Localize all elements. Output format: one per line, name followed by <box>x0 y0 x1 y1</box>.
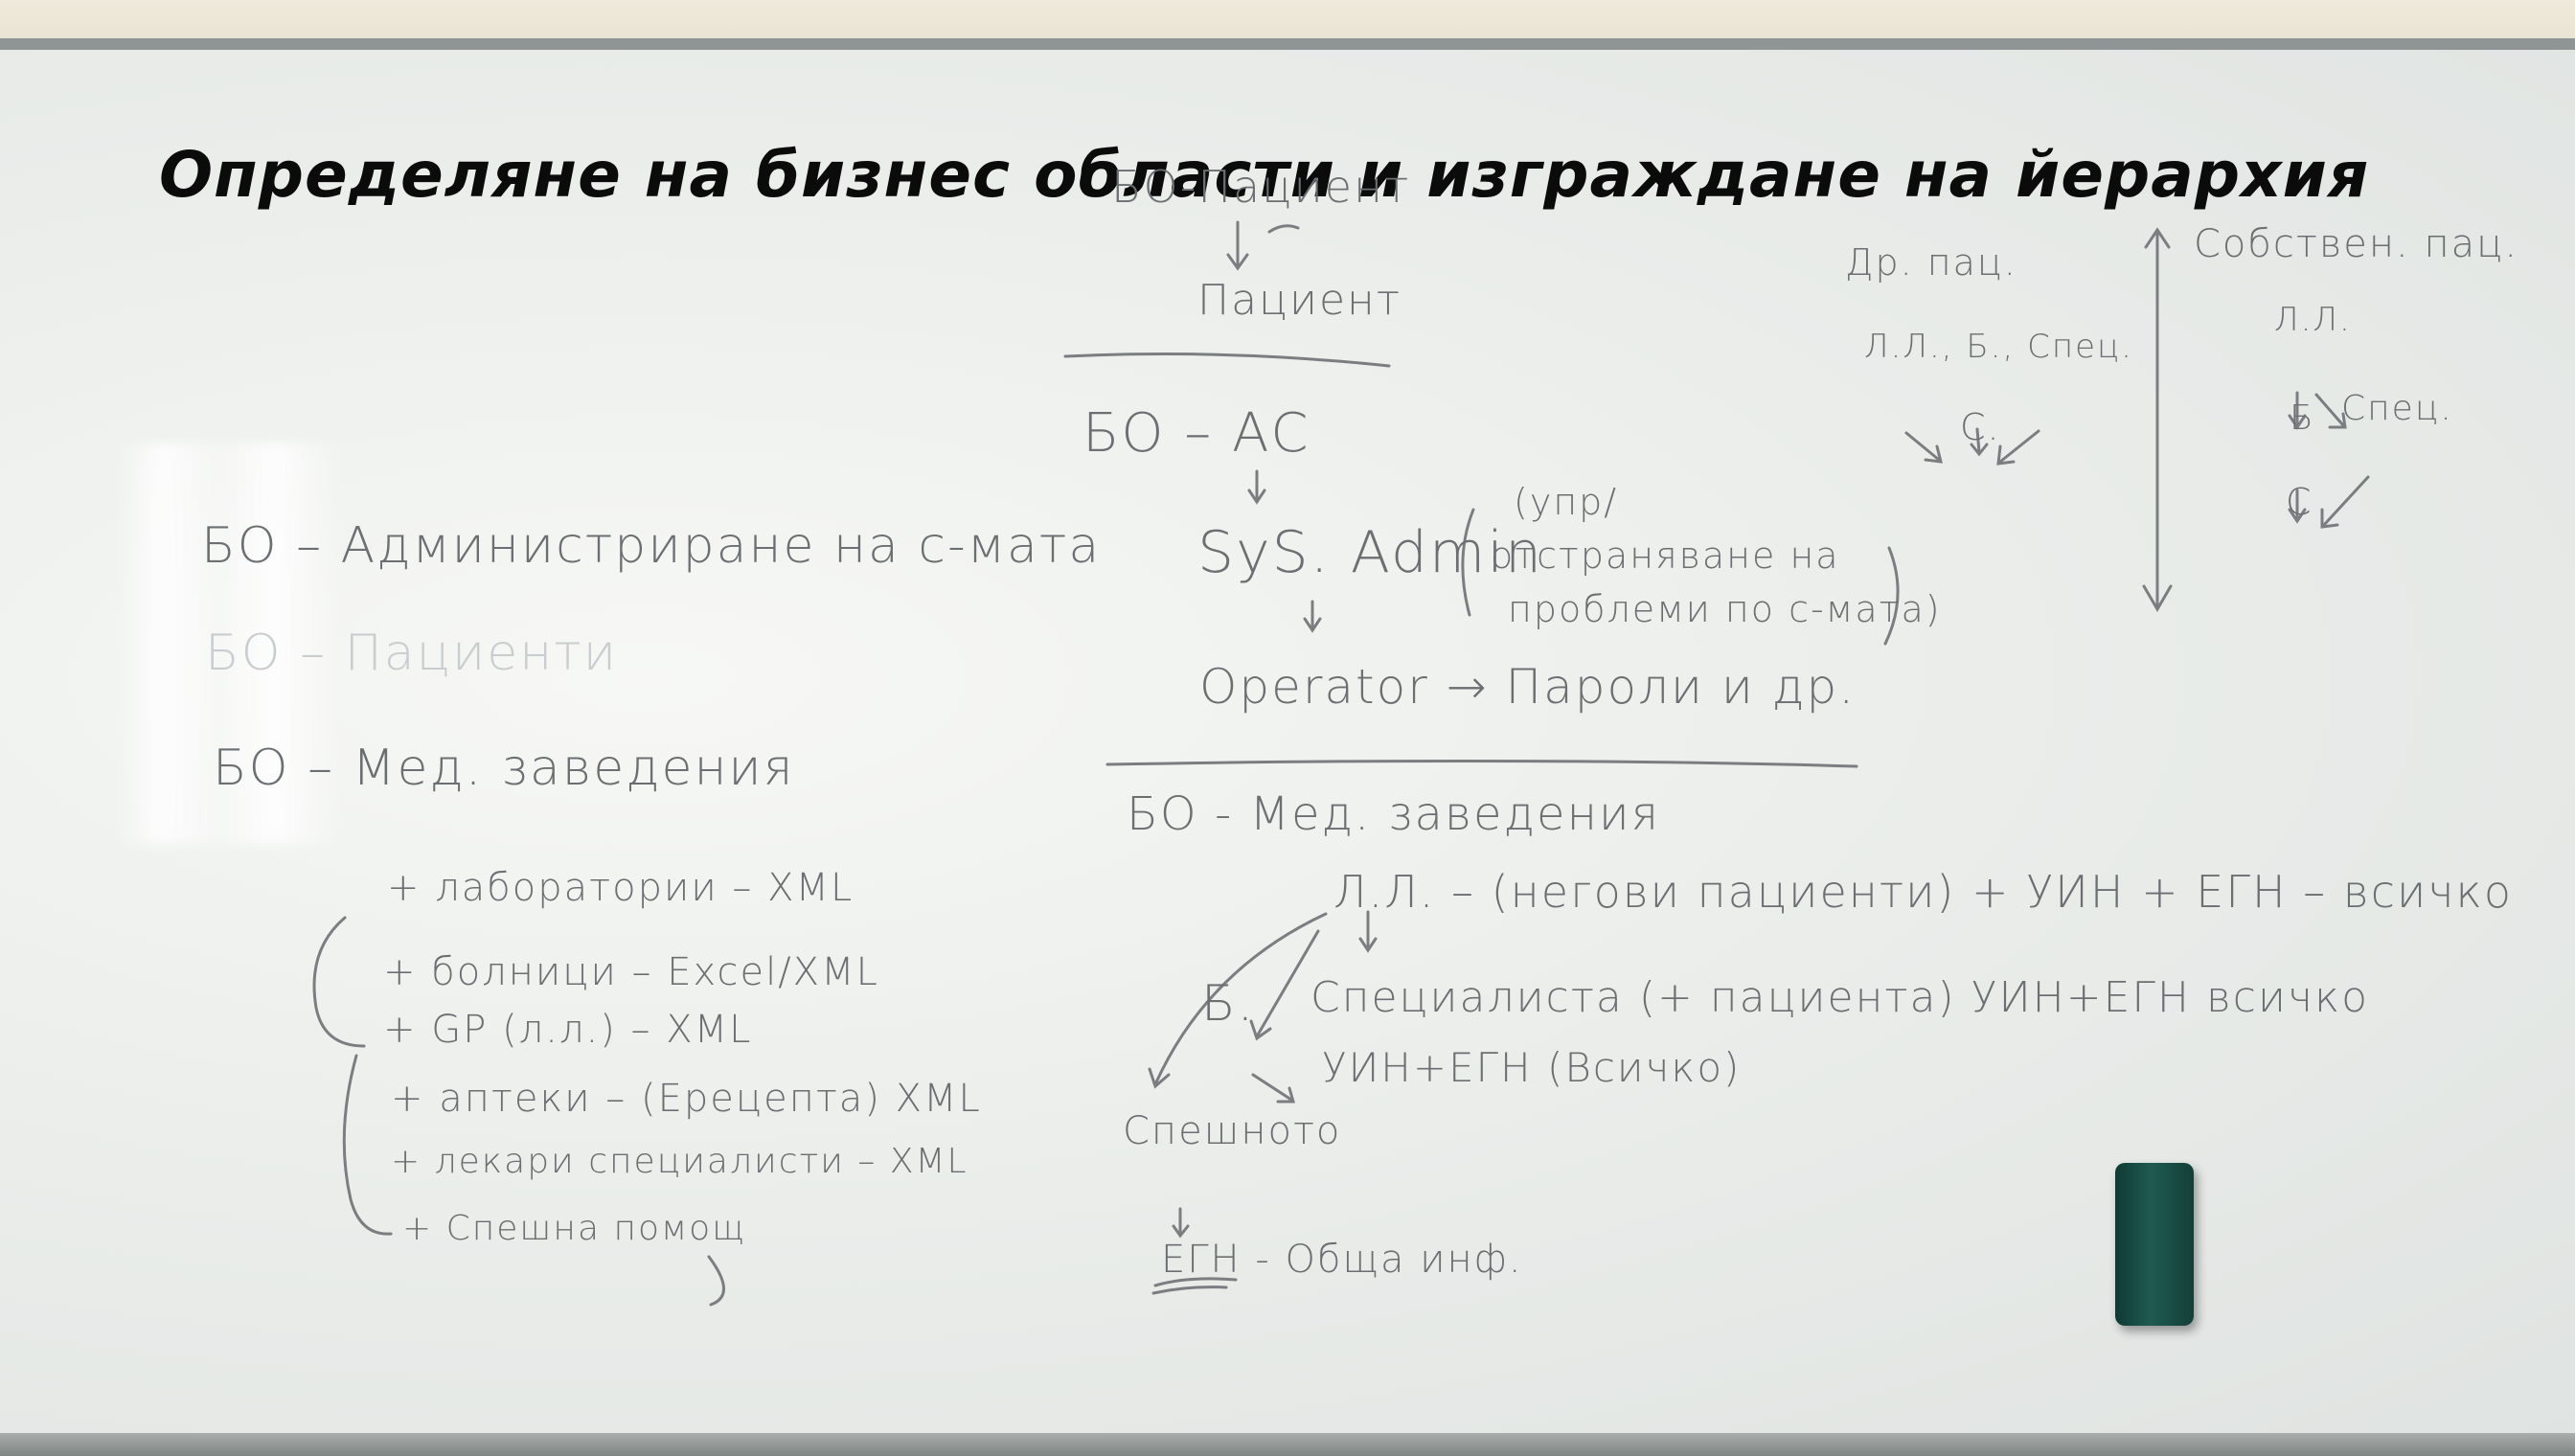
bracket <box>707 1255 725 1307</box>
emergency-label: Спешното <box>1123 1109 1342 1153</box>
b-label: Б. <box>1201 975 1256 1033</box>
bo-med-label: БО – Мед. заведения <box>213 739 795 797</box>
arrow-icon <box>2288 489 2307 524</box>
arrow-icon <box>1148 912 1328 1089</box>
underline <box>1153 1277 1238 1287</box>
arrow-icon <box>1996 429 2040 466</box>
own-spec-label: Спец. <box>2341 389 2453 428</box>
whiteboard-eraser <box>2115 1163 2194 1326</box>
list-item: + лаборатории – XML <box>387 866 855 910</box>
own-b-label: Б <box>2290 398 2315 438</box>
underline <box>1151 1285 1228 1295</box>
paren-left <box>1461 508 1475 617</box>
arrow-icon <box>1251 1073 1295 1103</box>
egn-info-label: ЕГН - Обща инф. <box>1161 1238 1523 1282</box>
arrow-icon <box>2288 391 2307 430</box>
sysadmin-note: проблеми по с-мата) <box>1508 588 1942 630</box>
arrow-icon <box>1249 929 1320 1041</box>
patient-label: Пациент <box>1197 276 1401 325</box>
list-item: + лекари специалисти – XML <box>391 1142 968 1181</box>
whiteboard: Определяне на бизнес области и изграждан… <box>0 50 2575 1445</box>
bo-as-label: БО – АС <box>1082 402 1310 465</box>
divider-line <box>1105 759 1858 768</box>
list-item: + аптеки – (Ерецепта) XML <box>391 1077 982 1121</box>
arrow-icon <box>2314 393 2347 429</box>
uin-egn-label: УИН+ЕГН (Всичко) <box>1322 1044 1742 1091</box>
other-line-label: Л.Л., Б., Спец. <box>1864 328 2133 366</box>
bo-admin-label: БО – Администриране на с-мата <box>201 517 1102 575</box>
handwritten-strokes <box>312 220 2370 1307</box>
window-reflection <box>115 443 345 845</box>
list-item: + Спешна помощ <box>402 1209 746 1248</box>
arrow-icon <box>1172 1207 1190 1239</box>
arrow-icon <box>1267 224 1300 234</box>
bracket <box>342 1054 393 1236</box>
bo-med-center-label: БО - Мед. заведения <box>1127 787 1660 841</box>
other-c-label: С. <box>1960 406 2001 448</box>
list-item: + GP (л.л.) – XML <box>383 1008 753 1052</box>
sysadmin-note: отстраняване на <box>1491 535 1840 577</box>
marker-tray <box>0 1433 2575 1456</box>
ll-line: Л.Л. – (негови пациенти) + УИН + ЕГН – в… <box>1333 866 2513 918</box>
specialist-line: Специалиста (+ пациента) УИН+ЕГН всичко <box>1310 973 2369 1022</box>
divider-line <box>1063 353 1391 368</box>
own-ll-label: Л.Л. <box>2274 301 2352 339</box>
arrow-icon <box>2320 475 2370 529</box>
arrow-icon <box>1247 469 1266 505</box>
bracket <box>312 916 366 1048</box>
bo-patient-label: БО-Пациент <box>1111 161 1411 213</box>
arrow-icon <box>1970 427 1989 457</box>
list-item: + болници – Excel/XML <box>383 950 879 994</box>
bo-patients-faint-label: БО – Пациенти <box>205 625 619 682</box>
own-c-label: С <box>2286 481 2313 523</box>
operator-label: Operator → Пароли и др. <box>1199 659 1857 715</box>
other-patients-label: Др. пац. <box>1845 241 2017 284</box>
arrow-icon <box>1904 431 1943 464</box>
sysadmin-label: SyS. Admin <box>1197 519 1544 586</box>
arrow-icon <box>1226 220 1249 271</box>
own-patients-label: Собствен. пац. <box>2194 222 2519 266</box>
arrow-icon <box>1303 600 1322 633</box>
paren-right <box>1883 546 1900 646</box>
page-title: Определяне на бизнес области и изграждан… <box>159 138 2370 212</box>
sysadmin-note: (упр/ <box>1514 481 1619 523</box>
arrow-icon <box>1358 910 1378 953</box>
